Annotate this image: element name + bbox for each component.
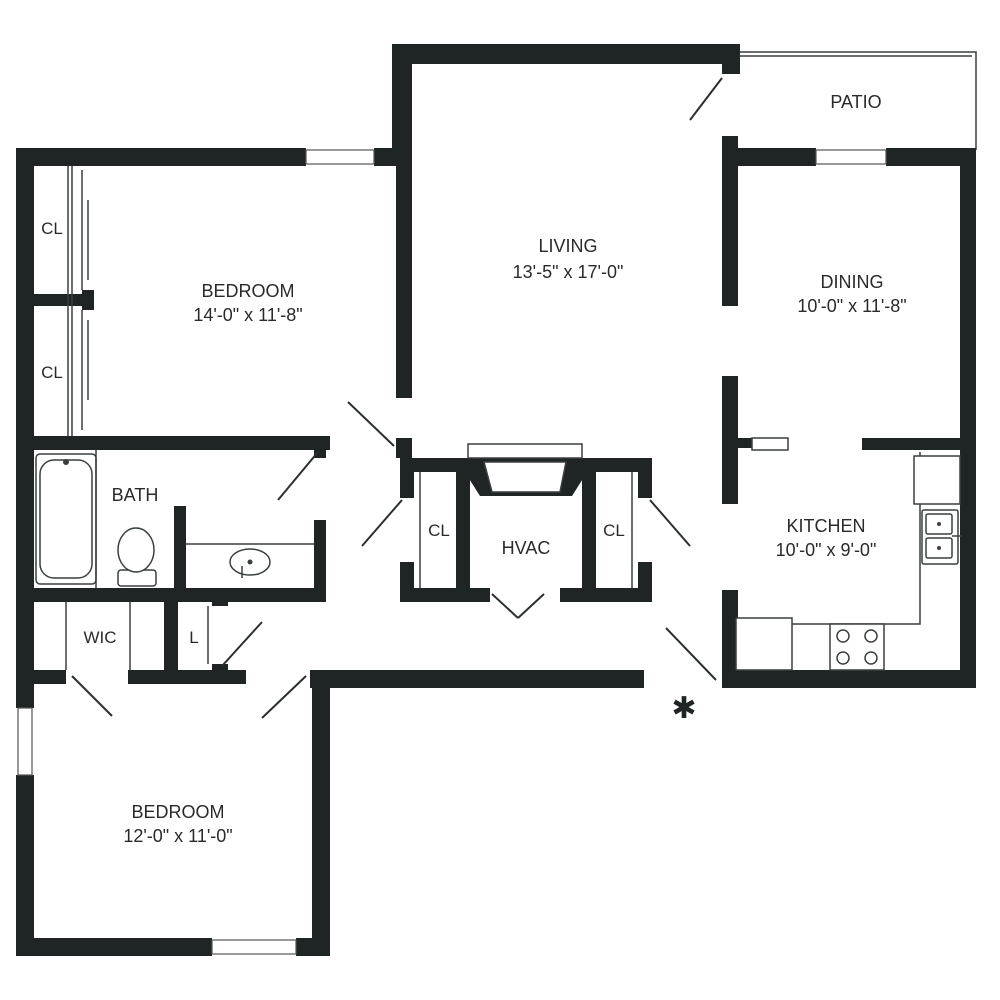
hvac-label: HVAC — [502, 538, 551, 558]
closet-top-label: CL — [41, 219, 63, 238]
hvac-vent — [467, 443, 583, 459]
double-sink — [921, 509, 962, 565]
bedroom-main-size: 14'-0" x 11'-8" — [193, 305, 302, 325]
living-size: 13'-5" x 17'-0" — [513, 262, 624, 282]
counter-bar — [751, 437, 789, 451]
bedroom-main-label: BEDROOM — [201, 281, 294, 301]
hvac-closet-lines — [419, 472, 633, 588]
kitchen-label: KITCHEN — [786, 516, 865, 536]
closet-doors-left — [67, 166, 89, 436]
living-label: LIVING — [538, 236, 597, 256]
bedroom-second-size: 12'-0" x 11'-0" — [123, 826, 232, 846]
patio-outline — [740, 51, 977, 150]
entry-marker: ✱ — [671, 691, 696, 726]
bath-label: BATH — [112, 485, 159, 505]
patio-label: PATIO — [830, 92, 881, 112]
windows — [17, 149, 887, 955]
bedroom-second-label: BEDROOM — [131, 802, 224, 822]
dining-size: 10'-0" x 11'-8" — [797, 296, 906, 316]
dining-label: DINING — [821, 272, 884, 292]
wic-lines — [65, 602, 209, 670]
linen-label: L — [189, 628, 198, 647]
wic-label: WIC — [83, 628, 116, 647]
dishwasher — [735, 617, 793, 671]
kitchen-size: 10'-0" x 9'-0" — [776, 540, 877, 560]
range — [829, 623, 885, 671]
closet-hvac-left-label: CL — [428, 521, 450, 540]
hvac-unit — [483, 461, 567, 493]
closet-mid-label: CL — [41, 363, 63, 382]
bath-fixtures — [35, 450, 314, 588]
closet-hvac-right-label: CL — [603, 521, 625, 540]
refrigerator — [913, 455, 961, 505]
toilet — [117, 527, 157, 587]
vanity-sink — [186, 543, 314, 578]
doors — [71, 77, 723, 719]
kitchen-fixtures — [735, 437, 962, 671]
